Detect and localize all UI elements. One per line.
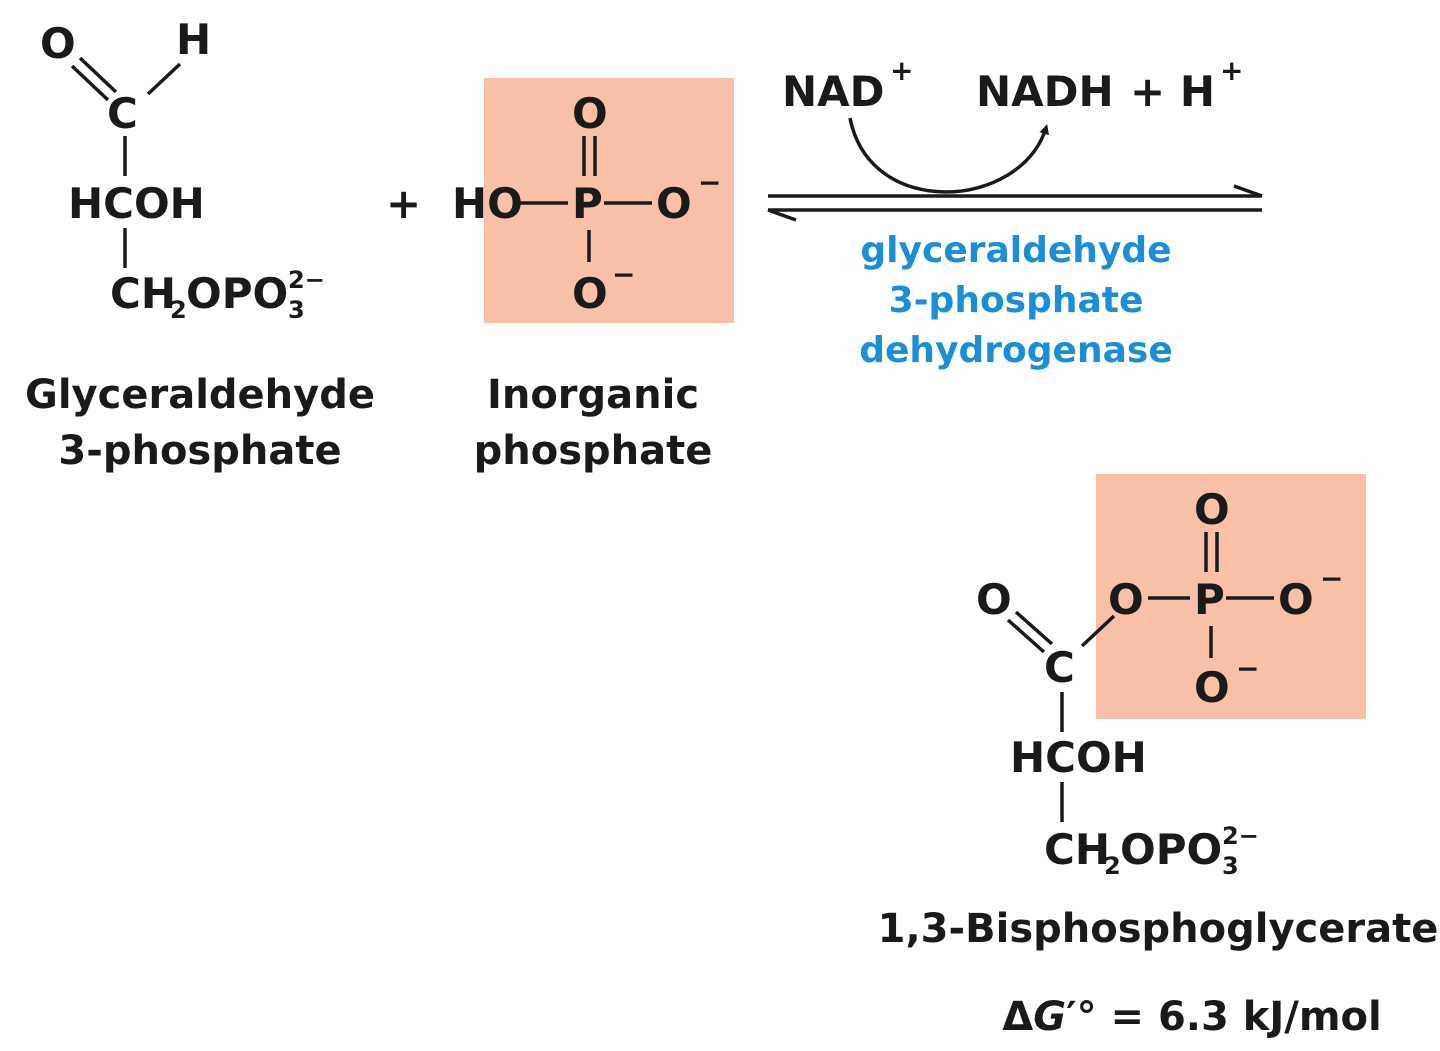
product-ch-label: CH bbox=[1044, 825, 1110, 874]
reactant1-name-line2: 3-phosphate bbox=[58, 428, 341, 474]
nad-label: NAD bbox=[782, 67, 885, 116]
aldehyde-carbon: C bbox=[107, 89, 138, 138]
phosphorus: P bbox=[572, 179, 603, 228]
phosphate-oxygen-top: O bbox=[572, 89, 608, 138]
inorganic-phosphate-structure: HO P O O − O − bbox=[452, 89, 721, 318]
product-charge-right: − bbox=[1320, 562, 1343, 595]
carbonyl-oxygen: O bbox=[976, 575, 1012, 624]
product-oxygen-top: O bbox=[1194, 485, 1230, 534]
plus-h-label: + H bbox=[1130, 67, 1215, 116]
bisphosphoglycerate-structure: O C O P O O − O − HCOH CH 2 OPO 2− 3 bbox=[976, 485, 1343, 880]
subscript-3: 3 bbox=[288, 296, 305, 324]
phosphate-highlight-box bbox=[484, 78, 734, 323]
ch2opo3-group: CH 2 OPO 2− 3 bbox=[110, 266, 325, 324]
glyceraldehyde-3-phosphate-structure: O H C HCOH CH 2 OPO 2− 3 bbox=[40, 15, 325, 324]
carboxyl-carbon: C bbox=[1044, 643, 1075, 692]
subscript-2: 2 bbox=[170, 296, 187, 324]
cofactor-curved-arrow bbox=[848, 117, 1049, 194]
free-energy-value: ΔG′° = 6.3 kJ/mol bbox=[1002, 994, 1381, 1040]
product-oxygen-bottom: O bbox=[1194, 663, 1230, 712]
free-energy-rest: = 6.3 kJ/mol bbox=[1097, 994, 1382, 1040]
aldehyde-hydrogen: H bbox=[176, 15, 211, 64]
double-bond-2 bbox=[78, 56, 118, 94]
superscript-charge: 2− bbox=[288, 266, 325, 294]
h-charge: + bbox=[1220, 54, 1243, 87]
ch-label: CH bbox=[110, 269, 176, 318]
product-subscript-3: 3 bbox=[1222, 852, 1239, 880]
product-opo-label: OPO bbox=[1120, 825, 1222, 874]
product-superscript-charge: 2− bbox=[1222, 822, 1259, 850]
aldehyde-oxygen: O bbox=[40, 19, 76, 68]
phosphate-oxygen-right: O bbox=[656, 179, 692, 228]
ho-group: HO bbox=[452, 179, 523, 228]
charge-bottom: − bbox=[612, 258, 635, 291]
c-o-link-bond bbox=[1080, 614, 1116, 648]
charge-right: − bbox=[698, 166, 721, 199]
enzyme-name-line1: glyceraldehyde bbox=[860, 230, 1171, 271]
nadh-label: NADH bbox=[976, 67, 1114, 116]
reaction-arrow: NAD + NADH + H + glyceraldehyde 3-phosph… bbox=[767, 54, 1263, 371]
reactant2-name-line2: phosphate bbox=[474, 428, 713, 474]
opo-label: OPO bbox=[186, 269, 288, 318]
carbonyl-double-2 bbox=[1014, 610, 1054, 646]
reactant1-name-line1: Glyceraldehyde bbox=[25, 372, 375, 418]
prime-degree: ′° bbox=[1066, 994, 1097, 1040]
delta-symbol: Δ bbox=[1002, 994, 1033, 1040]
nad-charge: + bbox=[890, 54, 913, 87]
product-charge-bottom: − bbox=[1236, 652, 1259, 685]
linking-oxygen: O bbox=[1108, 575, 1144, 624]
phosphate-oxygen-bottom: O bbox=[572, 269, 608, 318]
product-name: 1,3-Bisphosphoglycerate bbox=[878, 906, 1439, 952]
product-subscript-2: 2 bbox=[1104, 852, 1121, 880]
carbonyl-double-1 bbox=[1006, 618, 1046, 654]
double-bond-1 bbox=[70, 64, 110, 102]
forward-arrow-barb bbox=[1233, 184, 1263, 198]
c-h-bond bbox=[146, 62, 182, 96]
plus-sign: + bbox=[386, 179, 421, 228]
product-ch2opo3-group: CH 2 OPO 2− 3 bbox=[1044, 822, 1259, 880]
enzyme-name-line3: dehydrogenase bbox=[859, 330, 1173, 371]
enzyme-name-line2: 3-phosphate bbox=[889, 280, 1144, 321]
product-phosphorus: P bbox=[1194, 575, 1225, 624]
hcoh-group: HCOH bbox=[68, 179, 205, 228]
product-oxygen-right: O bbox=[1278, 575, 1314, 624]
reactant2-name-line1: Inorganic bbox=[487, 372, 699, 418]
reverse-arrow-barb bbox=[767, 208, 797, 222]
g-symbol: G bbox=[1033, 994, 1066, 1040]
product-hcoh: HCOH bbox=[1010, 733, 1147, 782]
